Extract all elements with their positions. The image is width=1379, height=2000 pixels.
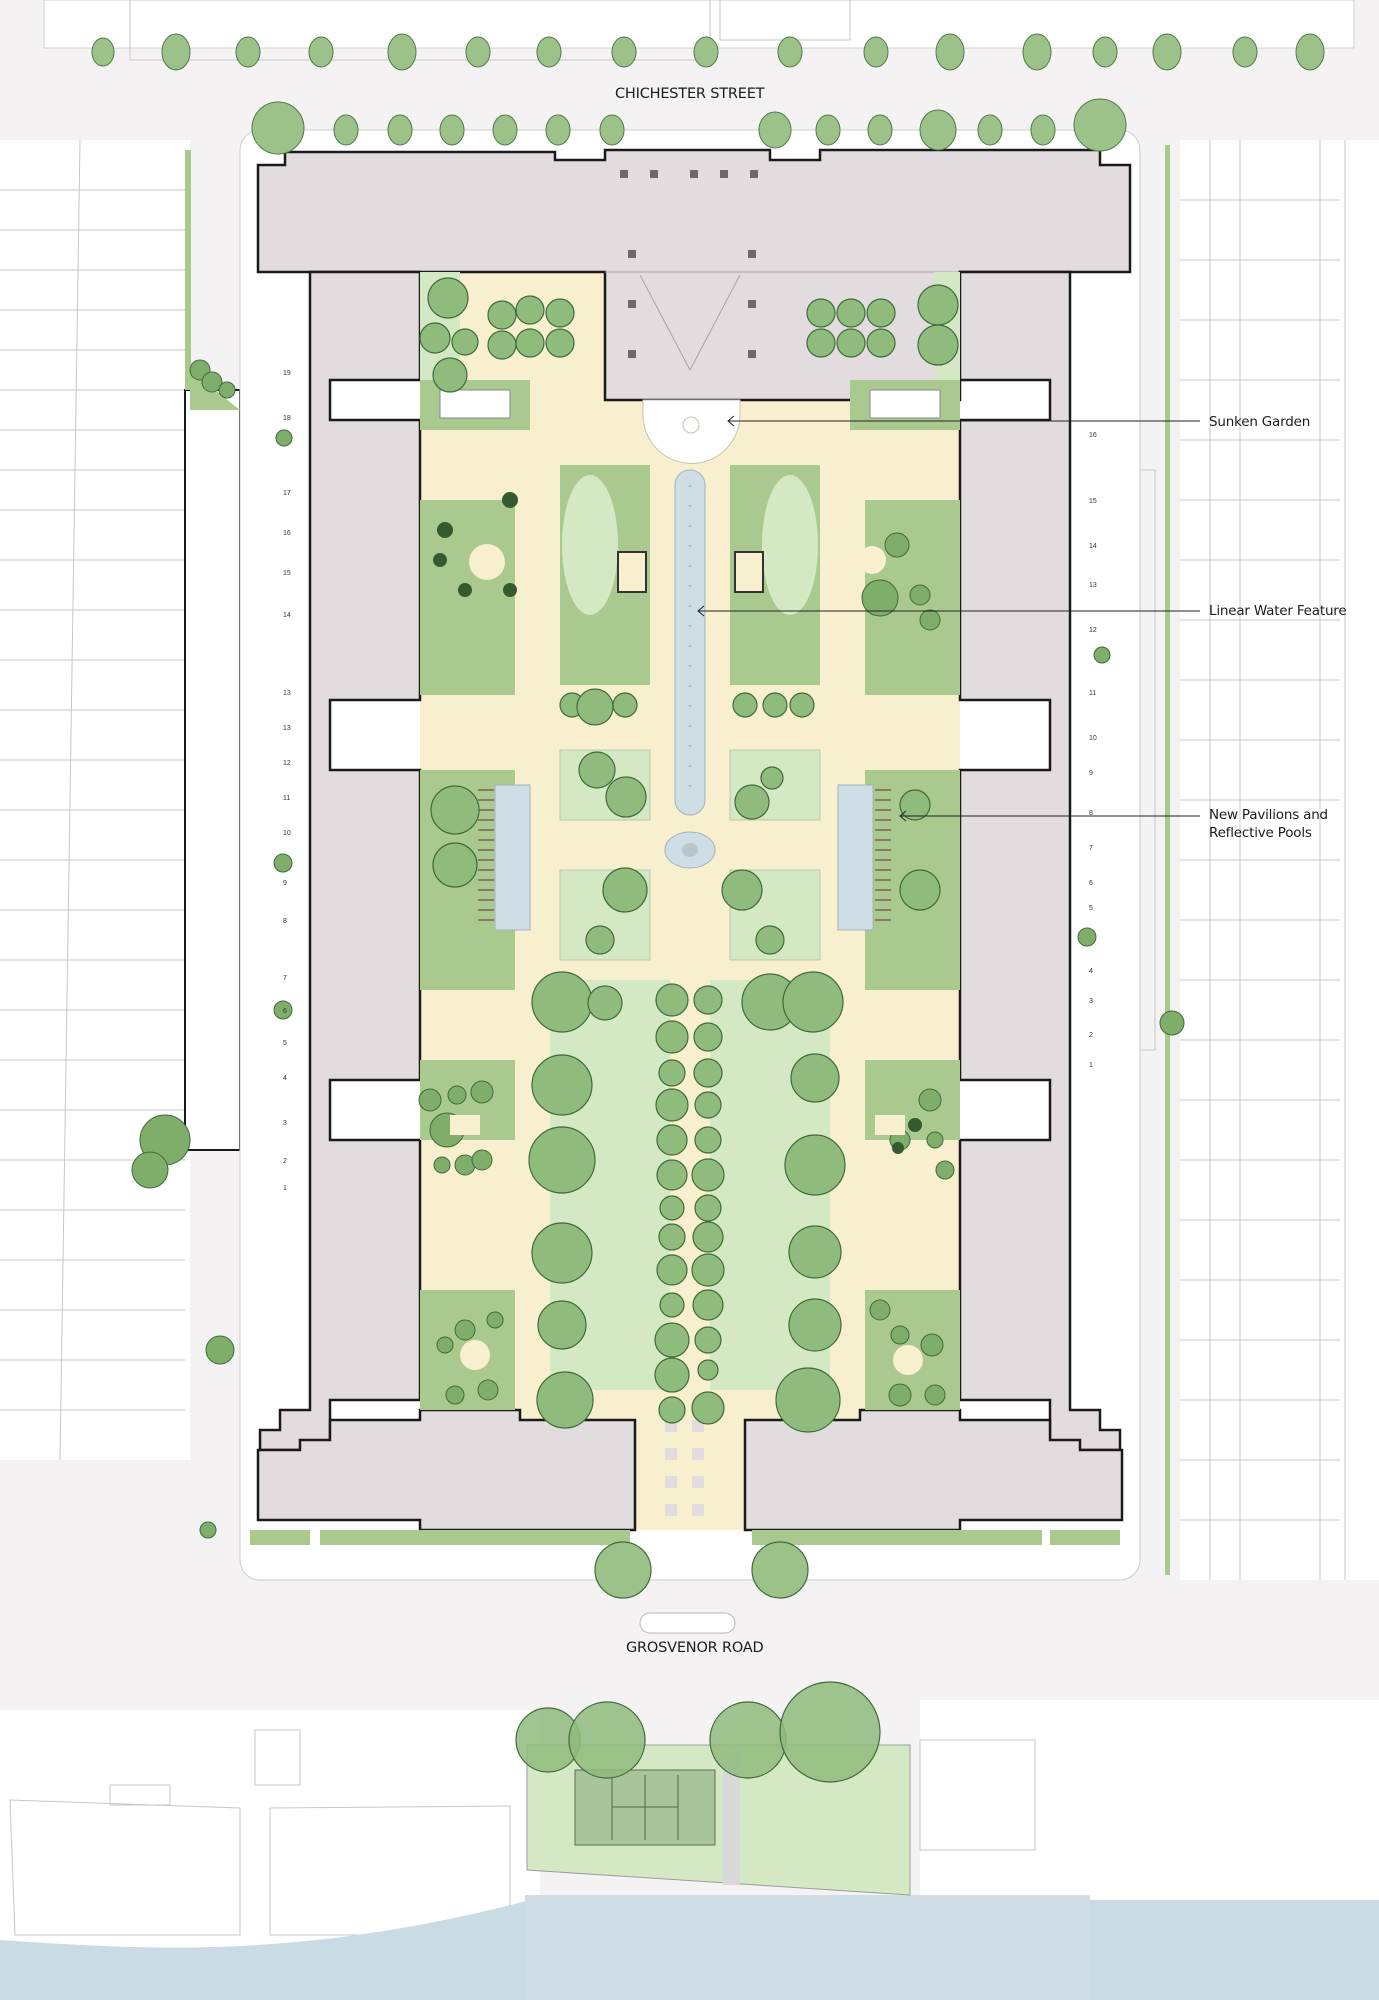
- street-label-south: GROSVENOR ROAD: [626, 1640, 764, 1656]
- bay-number: 14: [1089, 543, 1097, 550]
- bay-number: 12: [1089, 627, 1097, 634]
- bay-number: 4: [283, 1075, 287, 1082]
- bay-number: 16: [283, 530, 291, 537]
- bay-number: 8: [283, 918, 287, 925]
- bay-number: 7: [283, 975, 287, 982]
- bay-number: 1: [1089, 1062, 1093, 1069]
- bay-number: 1: [283, 1185, 287, 1192]
- bay-number: 14: [283, 612, 291, 619]
- bay-number: 16: [1089, 432, 1097, 439]
- callout-sunken-garden: Sunken Garden: [1209, 414, 1311, 430]
- bay-number: 18: [283, 415, 291, 422]
- callout-pavilions-line1: New Pavilions and: [1209, 807, 1328, 823]
- callout-linear-water-feature: Linear Water Feature: [1209, 603, 1347, 619]
- bay-number: 4: [1089, 968, 1093, 975]
- bay-number: 11: [1089, 690, 1097, 697]
- bay-number: 9: [1089, 770, 1093, 777]
- bay-number: 2: [1089, 1032, 1093, 1039]
- bay-number: 9: [283, 880, 287, 887]
- bay-number: 2: [283, 1158, 287, 1165]
- bay-number: 13: [283, 725, 291, 732]
- bay-number: 6: [283, 1008, 287, 1015]
- bay-number: 3: [1089, 998, 1093, 1005]
- bay-number: 11: [283, 795, 291, 802]
- bay-number: 5: [1089, 905, 1093, 912]
- callout-pavilions-line2: Reflective Pools: [1209, 825, 1312, 841]
- bay-number: 5: [283, 1040, 287, 1047]
- bay-number: 17: [283, 490, 291, 497]
- bay-number: 15: [283, 570, 291, 577]
- bay-number: 7: [1089, 845, 1093, 852]
- bay-number: 13: [283, 690, 291, 697]
- bay-number: 10: [283, 830, 291, 837]
- bay-number: 15: [1089, 498, 1097, 505]
- callout-pavilions-pools: New Pavilions and Reflective Pools: [1209, 806, 1328, 842]
- bay-number: 13: [1089, 582, 1097, 589]
- street-label-north: CHICHESTER STREET: [615, 86, 765, 102]
- bay-number: 10: [1089, 735, 1097, 742]
- bay-number: 8: [1089, 810, 1093, 817]
- bay-number: 6: [1089, 880, 1093, 887]
- bay-number: 12: [283, 760, 291, 767]
- bay-number: 19: [283, 370, 291, 377]
- bay-number: 3: [283, 1120, 287, 1127]
